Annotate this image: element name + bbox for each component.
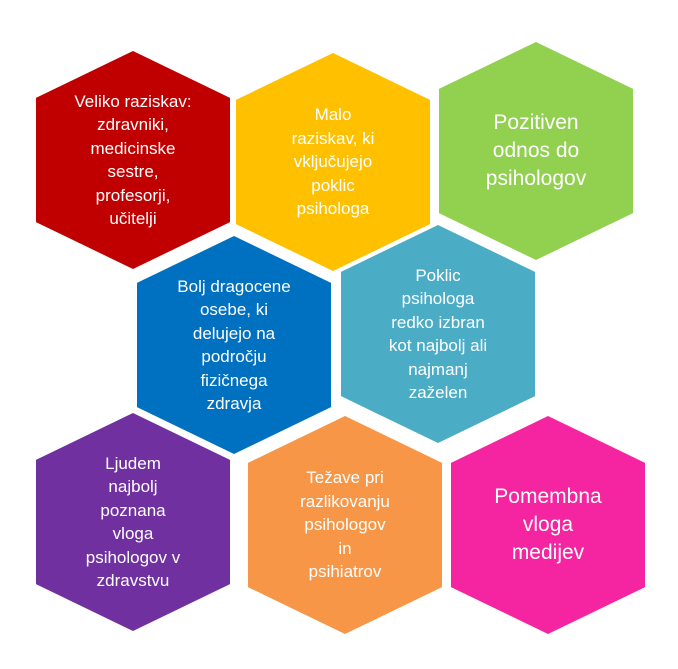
hexagon-text-line: psihologov v xyxy=(85,547,181,567)
hexagon-text-line: Ljudem xyxy=(105,453,161,473)
hexagon-text-line: delujejo na xyxy=(192,323,276,343)
hexagon-text-line: fizičnega xyxy=(200,370,268,390)
hexagon-veliko-raziskav: Veliko raziskav: zdravniki, medicinske sest… xyxy=(36,51,230,269)
hexagon-malo-raziskav: Malo raziskav, ki vključujejo poklic psiholo… xyxy=(236,53,430,271)
hexagon-text-line: Težave pri xyxy=(306,468,384,488)
hexagon-text-line: področju xyxy=(201,347,267,366)
hexagon-text-line: vloga xyxy=(112,524,154,543)
hexagon-text-line: profesorji, xyxy=(95,185,171,205)
hexagon-text-line: najbolj xyxy=(108,477,158,496)
hexagon-text-line: Veliko raziskav: xyxy=(74,91,192,111)
hexagon-text-line: najmanj xyxy=(408,359,468,379)
hexagon-text-line: zdravstvu xyxy=(96,571,170,590)
hexagon-text-line: vloga xyxy=(522,513,574,536)
hexagon-text-line: medijev xyxy=(511,541,585,564)
hexagon-pomembna-vloga: Pomembna vloga medijev xyxy=(451,416,645,634)
hexagon-text-line: Pomembna xyxy=(494,485,602,508)
hexagon-text-line: Poklic xyxy=(415,265,461,285)
hexagon-text-line: odnos do xyxy=(492,139,580,162)
hexagon-tezave-pri: Težave pri razlikovanju psihologov in psihia… xyxy=(248,416,442,634)
hexagon-text-line: redko izbran xyxy=(391,312,485,332)
hexagon-text-line: poznana xyxy=(100,500,166,520)
hexagon-text-line: sestre, xyxy=(107,162,159,181)
hexagon-text-line: zaželen xyxy=(408,383,468,402)
hexagon-bolj-dragocene: Bolj dragocene osebe, ki delujejo na področ… xyxy=(137,236,331,454)
hexagon-ljudem-najbolj: Ljudem najbolj poznana vloga psihologov v zdr… xyxy=(36,413,230,631)
hexagon-pozitiven-odnos: Pozitiven odnos do psihologov xyxy=(439,42,633,260)
hexagon-text-line: raziskav, ki xyxy=(291,128,375,148)
hexagon-text-line: in xyxy=(338,538,352,558)
hexagon-poklic-psihologa: Poklic psihologa redko izbran kot najbolj a… xyxy=(341,225,535,443)
hexagon-text-line: psihologa xyxy=(296,199,370,219)
hexagon-text-line: zdravja xyxy=(206,394,262,413)
hexagon-text-line: psihologa xyxy=(401,289,475,308)
hexagon-text-line: učitelji xyxy=(109,209,157,228)
hexagon-text-line: psihologov xyxy=(304,515,386,535)
hexagon-text-line: Bolj dragocene xyxy=(177,276,291,296)
hexagon-text-line: vključujejo xyxy=(293,152,373,172)
hexagon-text-line: medicinske xyxy=(90,138,176,158)
hexagon-text-line: psihologov xyxy=(485,167,587,190)
hexagon-text-line: psihiatrov xyxy=(308,562,382,582)
hexagon-text-line: zdravniki, xyxy=(97,115,169,134)
hexagon-text-line: poklic xyxy=(311,175,355,195)
hexagon-text-line: razlikovanju xyxy=(300,491,390,511)
hexagon-text-line: kot najbolj ali xyxy=(388,336,488,355)
hexagon-text-line: Pozitiven xyxy=(493,111,579,134)
hexagon-text-line: Malo xyxy=(314,105,352,125)
hexagon-text-line: osebe, ki xyxy=(199,300,269,319)
